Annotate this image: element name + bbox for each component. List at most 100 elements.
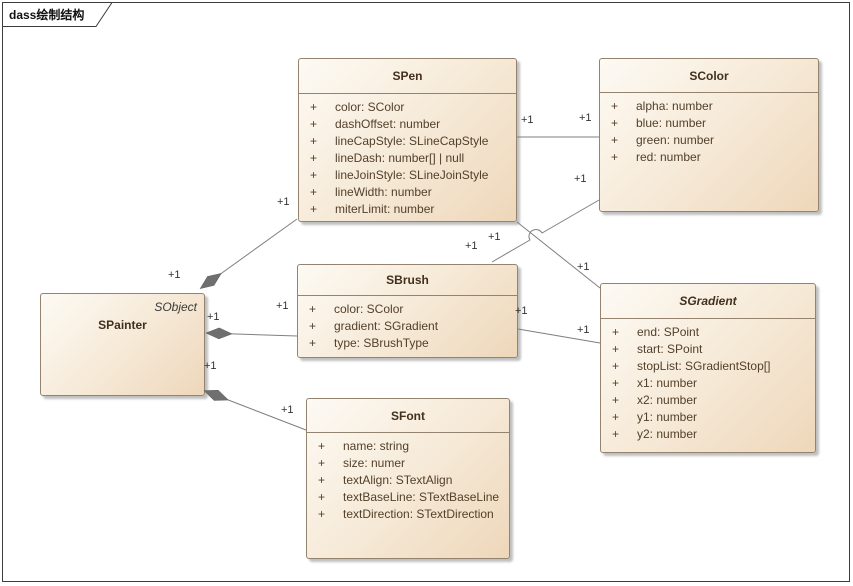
multiplicity-label: +1 <box>521 114 534 126</box>
attribute-row[interactable]: + lineWidth: number <box>299 184 516 201</box>
attribute-row[interactable]: +type: SBrushType <box>298 335 517 352</box>
multiplicity-label: +1 <box>577 324 590 336</box>
visibility-symbol: + <box>611 133 619 147</box>
parent-classifier-label: SObject <box>154 300 197 314</box>
visibility-symbol: + <box>310 185 318 199</box>
multiplicity-label: +1 <box>281 404 294 416</box>
attribute-list: + color: SColor + dashOffset: number + lineCa… <box>299 94 516 218</box>
attribute-row[interactable]: + alpha: number <box>600 98 818 115</box>
attribute-row[interactable]: + y1: number <box>601 409 815 426</box>
attribute-row[interactable]: +lineJoinStyle: SLineJoinStyle <box>299 167 516 184</box>
visibility-symbol: + <box>612 342 620 356</box>
multiplicity-label: +1 <box>276 300 289 312</box>
visibility-symbol: + <box>310 134 318 148</box>
attribute-text: textDirection: STextDirection <box>343 507 494 521</box>
class-name[interactable]: SGradient <box>601 284 815 319</box>
visibility-symbol: + <box>318 507 326 521</box>
attribute-text: color: SColor <box>335 100 405 114</box>
visibility-symbol: + <box>310 100 318 114</box>
visibility-symbol: + <box>309 319 317 333</box>
attribute-row[interactable]: + green: number <box>600 132 818 149</box>
multiplicity-label: +1 <box>579 112 592 124</box>
attribute-text: x1: number <box>637 376 698 390</box>
attribute-row[interactable]: + lineDash: number[] | null <box>299 150 516 167</box>
visibility-symbol: + <box>611 99 619 113</box>
class-scolor[interactable]: SColor + alpha: number + blue: number + green… <box>599 58 819 212</box>
multiplicity-label: +1 <box>488 231 501 243</box>
frame-tab-shape <box>2 2 113 27</box>
attribute-text: lineDash: number[] | null <box>335 151 465 165</box>
visibility-symbol: + <box>612 427 620 441</box>
attribute-row[interactable]: + dashOffset: number <box>299 116 516 133</box>
attribute-text: end: SPoint <box>637 325 700 339</box>
attribute-row[interactable]: +color: SColor <box>298 301 517 318</box>
multiplicity-label: +1 <box>204 360 217 372</box>
attribute-row[interactable]: +x2: number <box>601 392 815 409</box>
class-sgradient[interactable]: SGradient +end: SPoint+start: SPoint+sto… <box>600 283 816 453</box>
class-spainter[interactable]: SObject SPainter <box>40 293 205 396</box>
class-name[interactable]: SPen <box>299 59 516 94</box>
attribute-row[interactable]: +miterLimit: number <box>299 201 516 218</box>
attribute-list: +color: SColor+ gradient: SGradient +type:… <box>298 296 517 352</box>
attribute-text: dashOffset: number <box>335 117 441 131</box>
class-name[interactable]: SPainter <box>98 318 147 332</box>
attribute-text: gradient: SGradient <box>334 319 439 333</box>
attribute-text: stopList: SGradientStop[] <box>637 359 771 373</box>
attribute-text: start: SPoint <box>637 342 703 356</box>
visibility-symbol: + <box>318 473 326 487</box>
attribute-row[interactable]: +y2: number <box>601 426 815 443</box>
attribute-row[interactable]: + size: numer <box>307 455 509 472</box>
attribute-text: x2: number <box>637 393 698 407</box>
attribute-row[interactable]: + blue: number <box>600 115 818 132</box>
attribute-list: + alpha: number + blue: number + green: numbe… <box>600 93 818 166</box>
attribute-row[interactable]: + textDirection: STextDirection <box>307 506 509 523</box>
attribute-text: lineJoinStyle: SLineJoinStyle <box>335 168 489 182</box>
attribute-text: alpha: number <box>636 99 713 113</box>
attribute-text: lineCapStyle: SLineCapStyle <box>335 134 489 148</box>
attribute-text: size: numer <box>343 456 406 470</box>
attribute-text: green: number <box>636 133 715 147</box>
visibility-symbol: + <box>310 117 318 131</box>
class-name[interactable]: SBrush <box>298 265 517 296</box>
attribute-text: name: string <box>343 439 410 453</box>
attribute-text: y1: number <box>637 410 698 424</box>
visibility-symbol: + <box>612 410 620 424</box>
multiplicity-label: +1 <box>277 196 290 208</box>
attribute-text: lineWidth: number <box>335 185 432 199</box>
attribute-row[interactable]: + textAlign: STextAlign <box>307 472 509 489</box>
visibility-symbol: + <box>612 325 620 339</box>
visibility-symbol: + <box>611 116 619 130</box>
frame-tab <box>2 2 113 27</box>
attribute-text: textAlign: STextAlign <box>343 473 453 487</box>
attribute-row[interactable]: +textBaseLine: STextBaseLine <box>307 489 509 506</box>
attribute-text: color: SColor <box>334 302 404 316</box>
attribute-list: +name: string+size: numer+textAlign: STe… <box>307 433 509 523</box>
multiplicity-label: +1 <box>574 173 587 185</box>
attribute-list: +end: SPoint+start: SPoint+stopList: SGr… <box>601 319 815 443</box>
class-spen[interactable]: SPen +color: SColor+dashOffset: number+l… <box>298 58 517 222</box>
attribute-row[interactable]: + end: SPoint <box>601 324 815 341</box>
attribute-row[interactable]: + gradient: SGradient <box>298 318 517 335</box>
attribute-row[interactable]: +x1: number <box>601 375 815 392</box>
attribute-row[interactable]: +stopList: SGradientStop[] <box>601 358 815 375</box>
visibility-symbol: + <box>318 456 326 470</box>
class-name[interactable]: SColor <box>600 59 818 93</box>
attribute-row[interactable]: + red: number <box>600 149 818 166</box>
multiplicity-label: +1 <box>515 305 528 317</box>
attribute-row[interactable]: + lineCapStyle: SLineCapStyle <box>299 133 516 150</box>
multiplicity-label: +1 <box>168 269 181 281</box>
class-sfont[interactable]: SFont +name: string+size: numer+textAlig… <box>306 398 510 559</box>
class-name[interactable]: SFont <box>307 399 509 433</box>
attribute-text: type: SBrushType <box>334 336 429 350</box>
attribute-row[interactable]: +name: string <box>307 438 509 455</box>
visibility-symbol: + <box>611 150 619 164</box>
attribute-row[interactable]: + color: SColor <box>299 99 516 116</box>
attribute-row[interactable]: + start: SPoint <box>601 341 815 358</box>
visibility-symbol: + <box>310 151 318 165</box>
class-sbrush[interactable]: SBrush +color: SColor+ gradient: SGradien… <box>297 264 518 358</box>
attribute-text: red: number <box>636 150 701 164</box>
attribute-text: blue: number <box>636 116 707 130</box>
multiplicity-label: +1 <box>207 311 220 323</box>
